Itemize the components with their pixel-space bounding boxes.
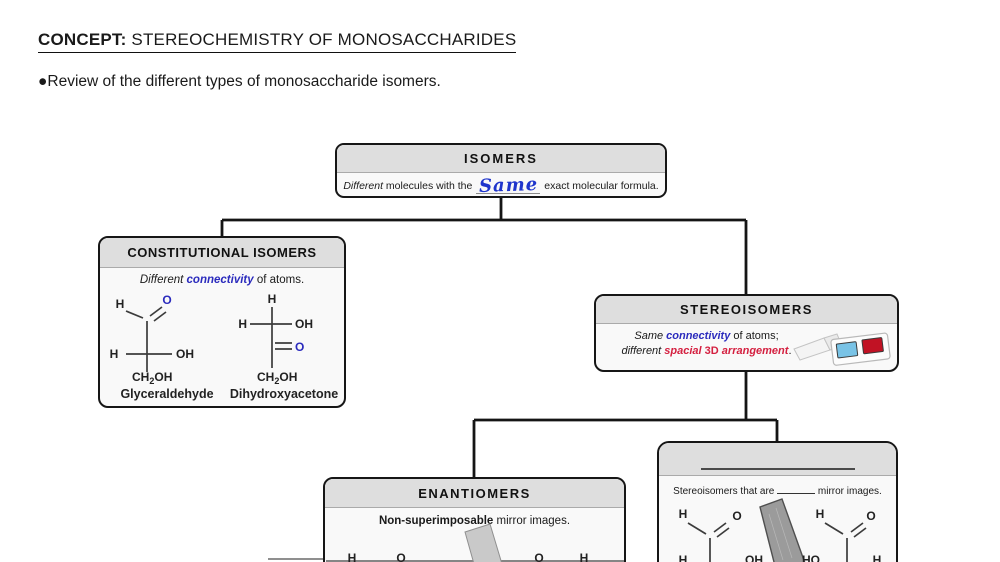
constitutional-box-header: CONSTITUTIONAL ISOMERS — [100, 238, 344, 268]
fill-in-blank: Same — [476, 173, 541, 198]
atom-label: H — [116, 297, 125, 311]
atom-label: H — [268, 292, 277, 306]
atom-label: HO — [802, 553, 820, 562]
enantiomers-box: ENANTIOMERS Non-superimposable mirror im… — [323, 477, 626, 562]
stereoisomers-title: STEREOISOMERS — [680, 302, 813, 317]
blank-box-definition: Stereoisomers that are mirror images. — [659, 484, 896, 497]
title-fill-in-blank — [700, 468, 855, 470]
mirror-pane — [464, 523, 502, 562]
atom-label: H — [348, 551, 357, 562]
atom-label: OH — [176, 347, 194, 361]
glyceraldehyde-structure: H O H OH CH2OH Glyceraldehyde — [110, 293, 214, 401]
left-aldehyde-structure: H O H OH — [679, 507, 763, 562]
stereoisomers-definition: Same connectivity of atoms; different sp… — [604, 329, 809, 359]
atom-label-oxygen: O — [295, 340, 304, 354]
enant-def-bold: Non-superimposable — [378, 515, 494, 527]
atom-label: H — [679, 507, 688, 521]
bullet-text: Review of the different types of monosac… — [47, 73, 441, 90]
molecule-name: Glyceraldehyde — [120, 387, 213, 401]
bullet-icon: ● — [38, 73, 48, 90]
atom-label: O — [534, 551, 543, 562]
stereo-def-line1: Same connectivity of atoms; — [634, 330, 779, 342]
isomers-def-suffix: exact molecular formula. — [544, 180, 659, 192]
blank-title-stereoisomer-box: Stereoisomers that are mirror images. H … — [657, 441, 898, 562]
mirror-image-structures: H O H OH H O HO — [679, 498, 881, 562]
stereoisomers-box-header: STEREOISOMERS — [596, 296, 897, 324]
atom-label-oxygen: O — [162, 293, 171, 307]
atom-label: O — [396, 551, 405, 562]
isomers-def-mid: molecules with the — [383, 180, 473, 192]
atom-label: OH — [745, 553, 763, 562]
isomers-box-header: ISOMERS — [337, 145, 665, 173]
enantiomers-title: ENANTIOMERS — [418, 485, 531, 501]
ch2oh-label: CH2OH — [132, 370, 172, 386]
const-def-highlight: connectivity — [186, 274, 254, 286]
constitutional-structures: H O H OH CH2OH Glyceraldehyde H H OH — [110, 292, 339, 401]
atom-label: H — [110, 347, 119, 361]
atom-label: H — [679, 553, 688, 562]
constitutional-title: CONSTITUTIONAL ISOMERS — [127, 245, 317, 260]
page-title: CONCEPT: STEREOCHEMISTRY OF MONOSACCHARI… — [38, 30, 517, 53]
const-def-italic: Different — [139, 274, 187, 286]
atom-label: H — [580, 551, 589, 562]
enant-def-rest: mirror images. — [493, 515, 571, 527]
dihydroxyacetone-structure: H H OH O CH2OH Dihydroxyacetone — [230, 292, 338, 401]
page-title-label: CONCEPT: — [38, 30, 127, 49]
page-title-text: STEREOCHEMISTRY OF MONOSACCHARIDES — [126, 30, 517, 49]
cyan-lens — [835, 341, 859, 359]
enantiomers-structures: H O O H — [326, 523, 624, 562]
ch2oh-label: CH2OH — [257, 370, 297, 386]
blank-def-prefix: Stereoisomers that are — [673, 486, 775, 497]
blank-def-suffix: mirror images. — [817, 486, 882, 497]
definition-fill-in-blank — [777, 484, 816, 494]
isomers-box: ISOMERS Different molecules with the Sam… — [335, 143, 667, 198]
handwritten-answer: Same — [478, 173, 539, 198]
blank-box-header — [659, 443, 896, 476]
bullet-line: ●Review of the different types of monosa… — [38, 73, 441, 91]
stereo-def-line2: different spacial 3D arrangement. — [621, 345, 792, 357]
enantiomers-definition: Non-superimposable mirror images. — [325, 515, 624, 527]
isomers-def-italic: Different — [343, 180, 383, 192]
red-lens — [861, 337, 884, 355]
atom-label: H — [816, 507, 825, 521]
enantiomers-box-header: ENANTIOMERS — [325, 479, 624, 508]
atom-label: H — [873, 553, 882, 562]
constitutional-definition: Different connectivity of atoms. — [100, 274, 344, 286]
molecule-name: Dihydroxyacetone — [230, 387, 338, 401]
mirror-pane — [759, 498, 806, 562]
right-aldehyde-structure: H O HO H — [802, 507, 881, 562]
stereoisomers-box: STEREOISOMERS Same connectivity of atoms… — [594, 294, 899, 372]
atom-label: O — [732, 509, 741, 523]
const-def-suffix: of atoms. — [253, 274, 305, 286]
isomers-definition: Different molecules with the Same exact … — [337, 173, 665, 198]
constitutional-isomers-box: CONSTITUTIONAL ISOMERS Different connect… — [98, 236, 346, 408]
atom-label: OH — [295, 317, 313, 331]
atom-label: H — [238, 317, 247, 331]
anaglyph-3d-glasses-icon — [793, 332, 891, 366]
atom-label: O — [866, 509, 875, 523]
isomers-title: ISOMERS — [464, 151, 538, 166]
